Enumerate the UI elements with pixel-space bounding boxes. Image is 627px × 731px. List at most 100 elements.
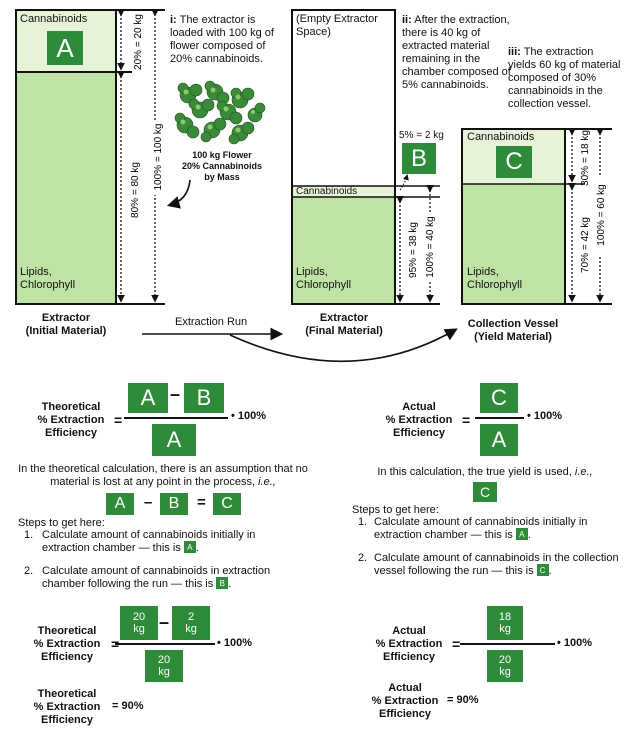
theoretical-eq-b: B — [160, 493, 188, 515]
actual-times: • 100% — [527, 410, 563, 422]
actual-step2: Calculate amount of cannabinoids in the … — [374, 552, 624, 578]
extractor2-dim-95-bg — [405, 218, 419, 283]
theoretical-paragraph: In the theoretical calculation, there is… — [18, 463, 308, 489]
theoretical-num-a: A — [128, 383, 168, 413]
actual-den-a: A — [480, 424, 518, 456]
vessel-dim-70-label: 70% = 42 kg — [580, 217, 591, 273]
theoretical-n1-value: 20 — [132, 611, 146, 623]
b-pointer-arrow — [399, 174, 409, 191]
actual-fraction-bar — [475, 417, 524, 419]
actual-numeric-equals: = — [452, 636, 461, 652]
theoretical-n2-value: 2 — [187, 611, 195, 623]
actual-step1-box: A — [515, 528, 528, 541]
vessel-outline — [461, 128, 566, 305]
step-iii-body: The extraction yields 60 kg of material … — [508, 46, 621, 110]
vessel-lipids-region — [462, 184, 565, 304]
flower-icon — [174, 80, 266, 145]
actual-equals: = — [462, 412, 471, 428]
theoretical-paragraph-ie: i.e., — [258, 476, 276, 488]
theoretical-paragraph-text: In the theoretical calculation, there is… — [18, 463, 308, 488]
actual-paragraph: In this calculation, the true yield is u… — [350, 466, 620, 479]
theoretical-step1-box: A — [183, 541, 196, 554]
actual-step2-num: 2. — [358, 552, 368, 564]
extractor2-lipids-label: Lipids, Chlorophyll — [296, 266, 352, 291]
vessel-dim-100-label: 100% = 60 kg — [596, 184, 607, 245]
theoretical-eq-a: A — [106, 493, 134, 515]
theoretical-step1-text: Calculate amount of cannabinoids initial… — [42, 529, 256, 554]
theoretical-den-a: A — [152, 424, 196, 456]
theoretical-eq-c: C — [213, 493, 241, 515]
extractor2-caption: Extractor (Final Material) — [305, 312, 383, 337]
actual-n-unit: kg — [499, 623, 511, 635]
actual-numeric-label: Actual % Extraction Efficiency — [375, 625, 443, 663]
theoretical-d-value: 20 — [157, 654, 171, 666]
extractor1-dim-80-label: 80% = 80 kg — [130, 162, 141, 218]
actual-eq-c: C — [473, 482, 497, 502]
actual-step2-end: . — [548, 565, 552, 577]
extractor2-dim-100-bg — [421, 212, 437, 282]
actual-paragraph-ie: i.e., — [574, 466, 593, 478]
theoretical-fraction-bar — [124, 417, 228, 419]
extractor1-cannabinoids-label: Cannabinoids — [20, 13, 88, 25]
theoretical-label: Theoretical % Extraction Efficiency — [37, 401, 105, 439]
theoretical-numeric-bar — [115, 643, 215, 645]
box-a: A — [47, 31, 83, 65]
extractor2-empty-region — [292, 10, 395, 186]
theoretical-step1: Calculate amount of cannabinoids initial… — [42, 529, 272, 555]
theoretical-step2: Calculate amount of cannabinoids in extr… — [42, 565, 292, 591]
extractor2-empty-label: (Empty Extractor Space) — [296, 13, 378, 38]
vessel-dim-30-bg — [577, 140, 591, 180]
actual-step2-text: Calculate amount of cannabinoids in the … — [374, 552, 619, 577]
actual-result-value: = 90% — [447, 694, 479, 706]
extractor2-pct-label: 5% = 2 kg — [399, 130, 444, 141]
step-ii-label: ii: — [402, 14, 412, 26]
theoretical-step2-num: 2. — [24, 565, 34, 577]
box-b: B — [402, 143, 436, 174]
extractor2-cannabinoids-region — [292, 186, 395, 197]
theoretical-n1-unit: kg — [133, 623, 145, 635]
actual-step1-text: Calculate amount of cannabinoids initial… — [374, 516, 588, 541]
actual-result-label: Actual % Extraction Efficiency — [371, 682, 439, 720]
extractor2-lipids-region — [292, 197, 395, 304]
theoretical-n2-unit: kg — [185, 623, 197, 635]
extraction-diagram-graphics: 20% = 20 kg 80% = 80 kg 100% = 100 kg 95… — [15, 8, 612, 363]
theoretical-d-unit: kg — [158, 666, 170, 678]
actual-num-c: C — [480, 383, 518, 413]
theoretical-step2-end: . — [228, 578, 232, 590]
step-iii-label: iii: — [508, 46, 521, 58]
vessel-cannabinoids-label: Cannabinoids — [467, 131, 535, 143]
step-i-body: The extractor is loaded with 100 kg of f… — [170, 14, 274, 65]
actual-step1-num: 1. — [358, 516, 368, 528]
vessel-caption: Collection Vessel (Yield Material) — [467, 318, 559, 343]
actual-d-value: 20 — [498, 654, 512, 666]
theoretical-step1-num: 1. — [24, 529, 34, 541]
extractor2-cannabinoids-label: Cannabinoids — [296, 186, 358, 197]
theoretical-minus: – — [170, 384, 181, 404]
actual-numeric-times: • 100% — [557, 637, 593, 649]
vessel-dim-100-bg — [592, 175, 608, 255]
vessel-lipids-label: Lipids, Chlorophyll — [467, 266, 523, 291]
extraction-run-label: Extraction Run — [175, 316, 248, 328]
vessel-dim-70-bg — [577, 205, 591, 285]
actual-n-value: 18 — [498, 611, 512, 623]
extractor1-lipids-region — [16, 72, 116, 304]
extractor1-dim-100-label: 100% = 100 kg — [153, 124, 164, 191]
step-ii-text: ii: After the extraction, there is 40 kg… — [402, 14, 512, 92]
actual-numeric-bar — [460, 643, 555, 645]
flower-arrow — [166, 179, 191, 209]
step-i-label: i: — [170, 14, 177, 26]
extractor1-lipids-label: Lipids, Chlorophyll — [20, 266, 76, 291]
actual-steps-title: Steps to get here: — [352, 504, 439, 516]
theoretical-result-value: = 90% — [112, 700, 144, 712]
actual-d-unit: kg — [499, 666, 511, 678]
extractor2-outline — [291, 9, 396, 305]
theoretical-times: • 100% — [231, 410, 267, 422]
extractor1-dim-20-label: 20% = 20 kg — [133, 14, 144, 70]
theoretical-step2-text: Calculate amount of cannabinoids in extr… — [42, 565, 271, 590]
theoretical-step1-end: . — [195, 542, 199, 554]
theoretical-num-b: B — [184, 383, 224, 413]
